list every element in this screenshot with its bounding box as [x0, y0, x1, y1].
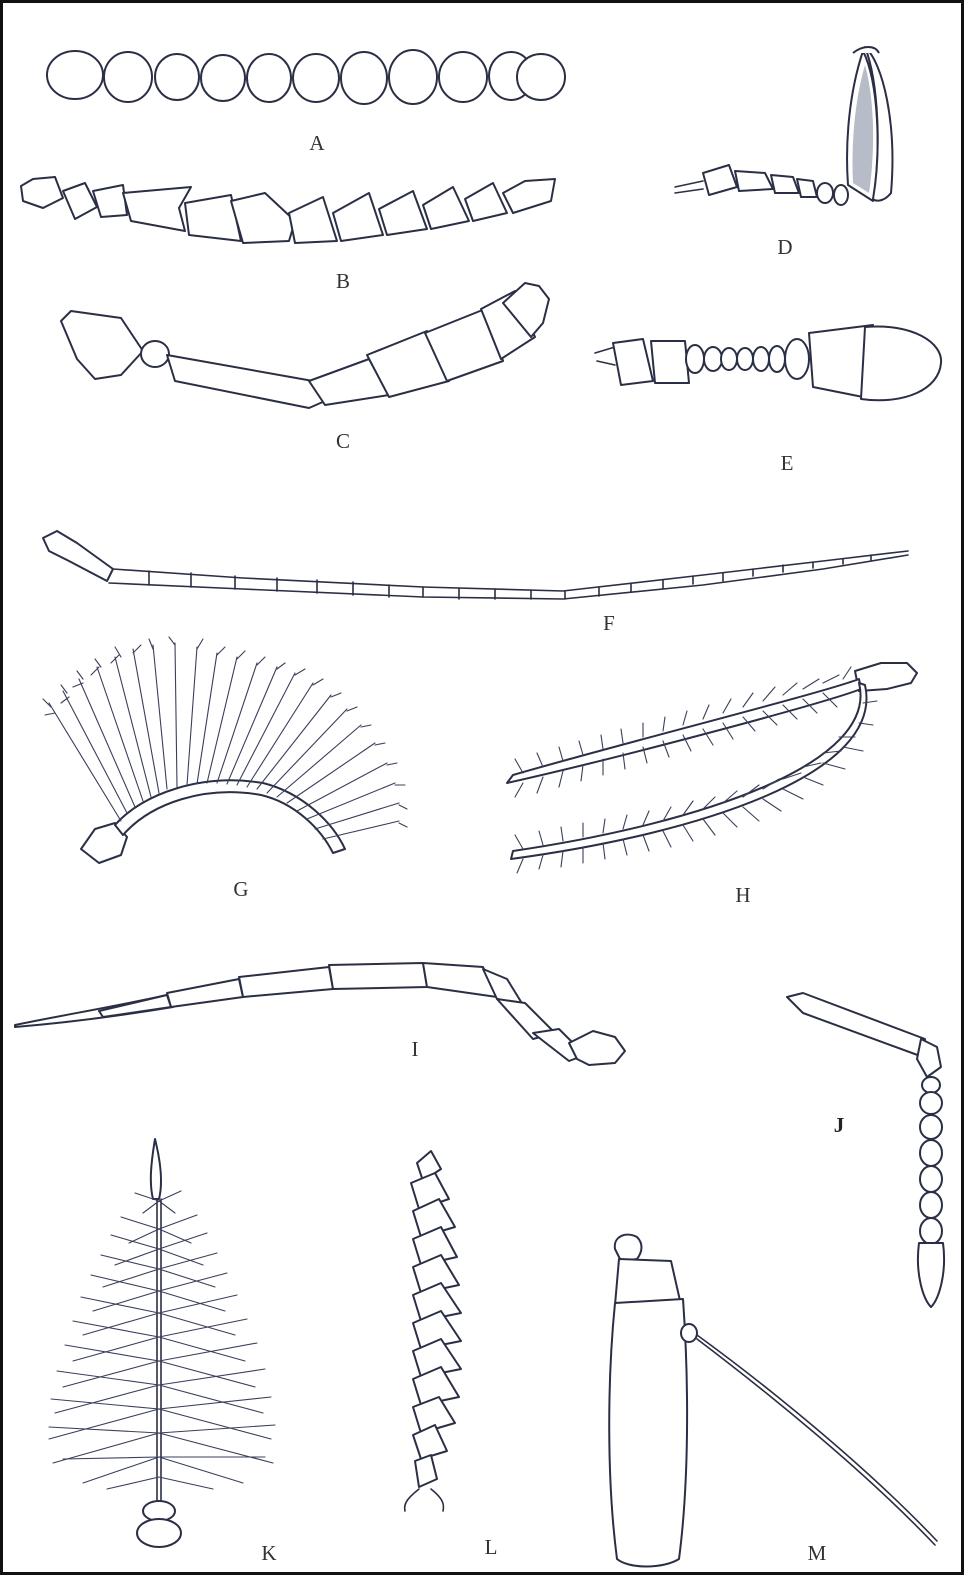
label-j: J — [834, 1115, 845, 1136]
label-k: K — [261, 1543, 276, 1564]
label-b: B — [336, 271, 350, 292]
antenna-g-flabellate — [43, 637, 407, 863]
label-g: G — [233, 879, 248, 900]
label-e: E — [781, 453, 794, 474]
antenna-j-geniculate — [787, 993, 944, 1307]
label-f: F — [603, 613, 615, 634]
antenna-l-imbricate — [405, 1151, 461, 1511]
antenna-k-plumose — [49, 1139, 275, 1547]
antenna-m-aristate — [609, 1235, 937, 1567]
label-l: L — [485, 1537, 498, 1558]
antenna-k-whorls — [49, 1191, 275, 1489]
antenna-d-lamellate — [675, 47, 892, 205]
label-h: H — [735, 885, 750, 906]
antenna-g-rami — [43, 637, 407, 839]
label-i: I — [412, 1039, 419, 1060]
antenna-e-capitate — [595, 325, 941, 400]
antenna-c-clavate — [61, 283, 549, 408]
antenna-b-serrate — [21, 177, 555, 243]
label-c: C — [336, 431, 350, 452]
antenna-h-plumose — [507, 663, 917, 873]
label-d: D — [777, 237, 792, 258]
antenna-a-moniliform — [47, 50, 565, 104]
antenna-i-filiform — [15, 963, 625, 1065]
label-m: M — [808, 1543, 827, 1564]
antenna-drawings — [3, 3, 964, 1575]
antenna-f-setaceous — [43, 531, 908, 599]
label-a: A — [309, 133, 324, 154]
